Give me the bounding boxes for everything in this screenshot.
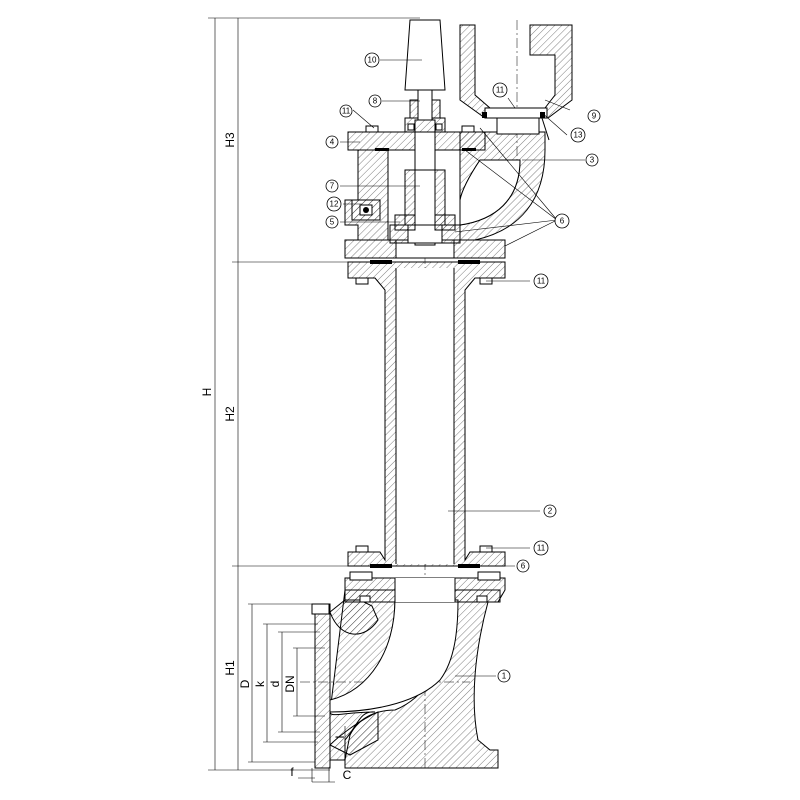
callout-1: 1 [497,669,511,683]
callout-8: 8 [368,94,382,108]
dim-DN: DN [283,675,297,692]
svg-text:2: 2 [548,507,553,516]
callout-5: 5 [325,215,339,229]
valve-assembly [351,119,461,246]
dim-H1: H1 [223,660,237,676]
callout-11-column-bottom: 11 [533,540,549,556]
callout-bubbles: 10 8 11 4 7 12 5 11 9 13 3 6 11 2 11 6 1 [325,52,601,683]
svg-text:11: 11 [496,86,505,95]
callout-10: 10 [364,52,380,68]
dim-d: d [268,681,282,688]
dim-k: k [253,680,267,687]
svg-text:11: 11 [342,107,351,116]
svg-text:11: 11 [537,277,546,286]
svg-text:3: 3 [590,156,595,165]
callout-6-bottom: 6 [516,559,530,573]
dim-H3: H3 [223,132,237,148]
dim-f: f [290,765,294,779]
outlet-coupling [459,24,573,141]
callout-11-column-top: 11 [533,273,549,289]
callout-12: 12 [326,196,342,212]
dim-C: C [343,768,352,782]
callout-4: 4 [325,135,339,149]
svg-text:9: 9 [592,112,597,121]
leader-lines [340,59,585,677]
svg-text:6: 6 [560,217,565,226]
dim-H2: H2 [223,406,237,422]
dim-D: D [238,679,252,688]
svg-text:13: 13 [574,131,583,140]
svg-text:1: 1 [502,672,507,681]
operating-head [404,19,446,133]
callout-9: 9 [587,109,601,123]
callout-3: 3 [585,153,599,167]
svg-text:10: 10 [368,56,377,65]
dim-H: H [200,388,214,397]
svg-text:12: 12 [330,200,339,209]
svg-text:5: 5 [330,218,335,227]
column-pipe [347,260,506,568]
dim-l: l [333,736,347,739]
callout-11-top: 11 [339,104,353,118]
callout-7: 7 [325,179,339,193]
dimension-lines [208,17,420,783]
dimension-labels: H H3 H2 H1 D k d DN l f C [200,132,352,782]
svg-text:6: 6 [521,562,526,571]
svg-text:11: 11 [537,544,546,553]
svg-text:4: 4 [330,138,335,147]
callout-6-top: 6 [554,213,570,229]
base-bend-body [311,571,506,769]
svg-text:8: 8 [373,97,378,106]
callout-11-coupling: 11 [492,82,508,98]
svg-text:7: 7 [330,182,335,191]
callout-2: 2 [543,504,557,518]
callout-13: 13 [570,127,586,143]
